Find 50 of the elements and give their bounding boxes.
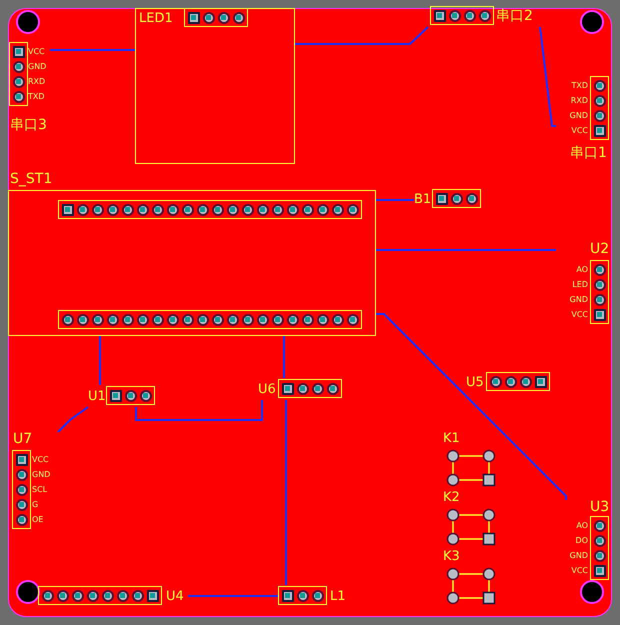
designator-label: U3	[590, 500, 610, 514]
copper-trace	[135, 400, 263, 421]
pin-label: AO	[575, 520, 588, 532]
designator-label: U7	[13, 432, 32, 446]
copper-trace	[57, 406, 89, 433]
copper-trace	[376, 313, 567, 500]
copper-trace	[376, 249, 556, 251]
designator-label: 串口2	[496, 9, 533, 23]
pin-label: GND	[568, 110, 588, 122]
copper-trace	[188, 595, 278, 597]
pin-label: RXD	[28, 76, 46, 88]
pin-label: SCL	[32, 484, 48, 496]
pin-label: VCC	[570, 125, 588, 137]
designator-label: U2	[590, 242, 610, 256]
pin-label: LED	[571, 279, 588, 291]
copper-trace	[539, 26, 556, 127]
pin-label: GND	[32, 469, 52, 481]
pin-label: VCC	[32, 454, 50, 466]
copper-trace	[285, 400, 287, 585]
designator-label: K3	[443, 550, 460, 563]
pin-label: DO	[574, 535, 588, 547]
pin-label: VCC	[28, 46, 46, 58]
designator-label: 串口3	[10, 118, 47, 132]
designator-label: B1	[414, 193, 432, 206]
pin-label: OE	[32, 514, 44, 526]
pin-label: RXD	[570, 95, 588, 107]
pin-label: AO	[575, 264, 588, 276]
designator-label: U1	[88, 390, 106, 403]
copper-trace	[376, 199, 414, 201]
designator-label: U6	[258, 383, 276, 396]
designator-label: K1	[443, 432, 460, 445]
copper-trace	[50, 49, 135, 51]
designator-label: K2	[443, 491, 460, 504]
designator-label: U5	[466, 376, 484, 389]
pin-label: G	[32, 499, 40, 511]
copper-trace	[295, 26, 429, 45]
copper-trace	[99, 336, 101, 385]
designator-label: S_ST1	[10, 172, 52, 186]
copper-trace	[283, 336, 285, 378]
designator-label: L1	[330, 590, 346, 603]
pin-label: TXD	[28, 91, 46, 103]
designator-label: 串口1	[570, 146, 607, 160]
designator-label: LED1	[139, 12, 173, 25]
pin-label: GND	[568, 294, 588, 306]
pin-label: GND	[568, 550, 588, 562]
designator-label: U4	[166, 590, 184, 603]
pin-label: TXD	[570, 80, 588, 92]
pin-label: VCC	[570, 309, 588, 321]
pin-label: VCC	[570, 565, 588, 577]
pin-label: GND	[28, 61, 48, 73]
